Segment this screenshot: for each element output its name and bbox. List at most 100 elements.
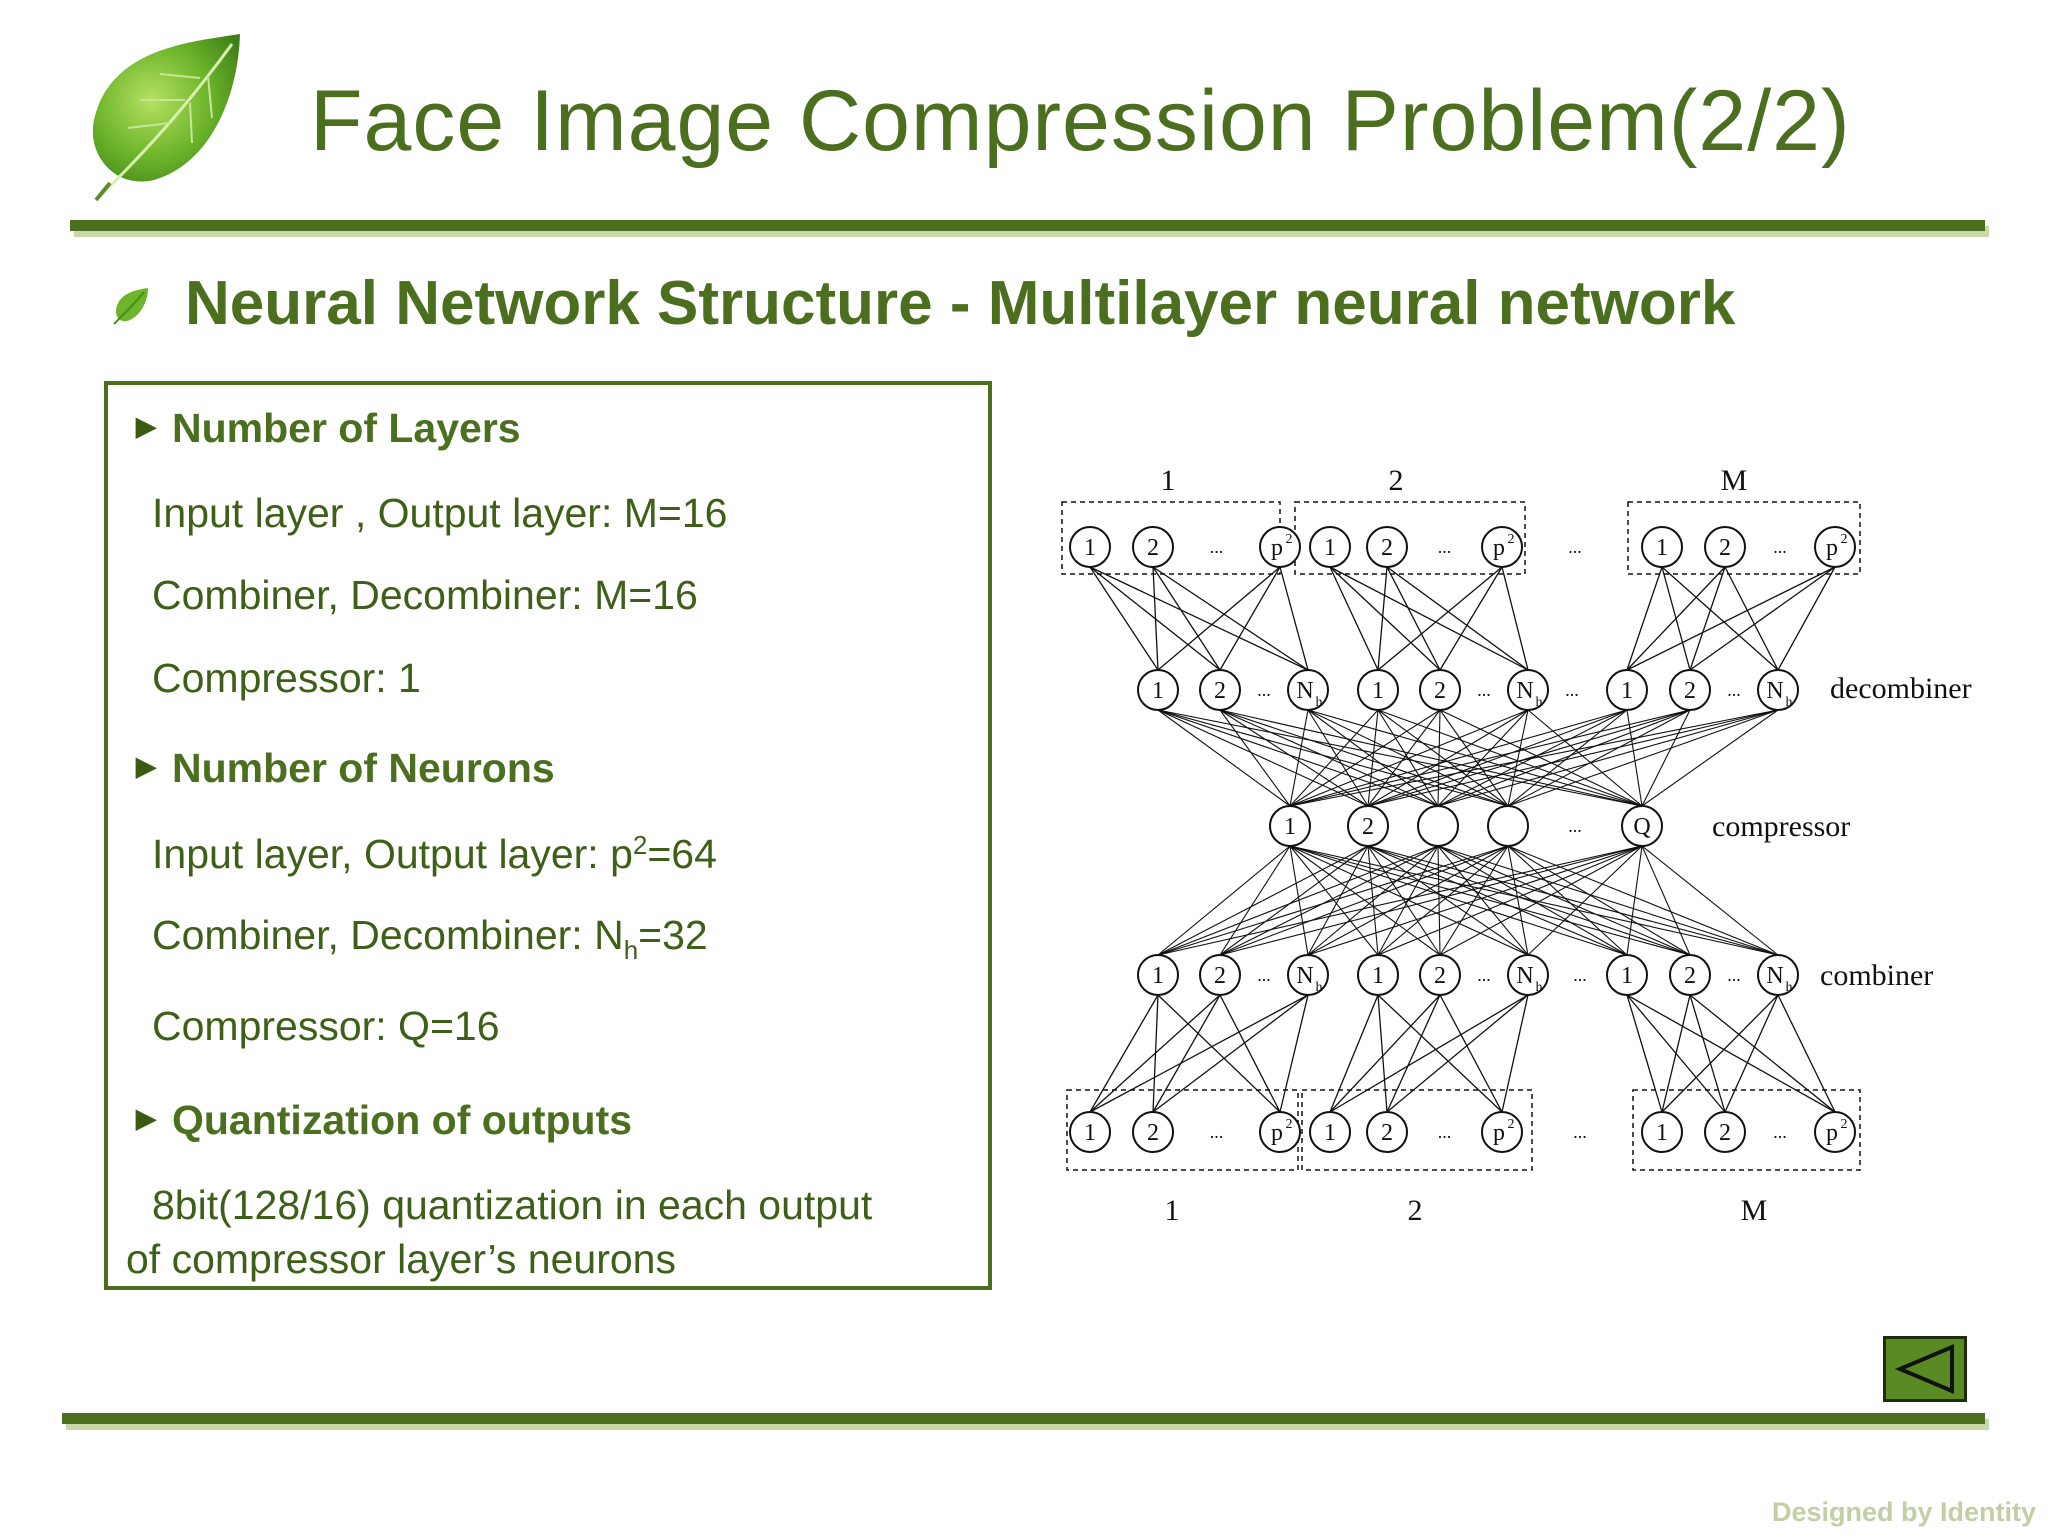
connection-line — [1157, 709, 1439, 807]
connection-line — [1661, 566, 1779, 671]
connection-line — [1219, 709, 1439, 807]
connection-line — [1289, 709, 1379, 807]
input-group-1-node-2 — [1132, 1111, 1174, 1153]
node-label: 1 — [1656, 1120, 1668, 1146]
combiner-group-2-node-nh — [1507, 954, 1549, 996]
connection-line — [1377, 994, 1503, 1113]
connection-line — [1089, 994, 1309, 1113]
connection-line — [1386, 566, 1529, 671]
connection-line — [1157, 709, 1643, 807]
connection-line — [1219, 566, 1281, 671]
connection-line — [1152, 566, 1309, 671]
connection-line — [1507, 709, 1779, 807]
section-subtitle: Neural Network Structure - Multilayer ne… — [185, 269, 1736, 338]
node-label: 2 — [1286, 1117, 1293, 1132]
connection-line — [1507, 709, 1628, 807]
connection-line — [1437, 845, 1529, 956]
compressor-node — [1417, 805, 1459, 847]
connection-line — [1219, 845, 1369, 956]
decombiner-group-1-node-1 — [1137, 669, 1179, 711]
connection-line — [1089, 566, 1309, 671]
compressor-node-q — [1621, 805, 1663, 847]
connection-line — [1289, 845, 1529, 956]
connection-line — [1501, 994, 1529, 1113]
node-label: p — [1493, 1120, 1505, 1146]
node-label: 2 — [1841, 532, 1848, 547]
node-label: 1 — [1152, 963, 1164, 989]
node-label: 1 — [1152, 678, 1164, 704]
node-label: N — [1766, 963, 1783, 989]
node-label: 1 — [1084, 535, 1096, 561]
connection-line — [1219, 709, 1643, 807]
text-part: =64 — [647, 831, 717, 877]
connection-line — [1377, 709, 1643, 807]
combiner-group-1-node-nh — [1287, 954, 1329, 996]
connection-line — [1386, 566, 1441, 671]
connection-line — [1329, 994, 1441, 1113]
connection-line — [1367, 709, 1628, 807]
connection-line — [1507, 845, 1628, 956]
connection-line — [1289, 709, 1309, 807]
ellipsis: ... — [1438, 1122, 1452, 1142]
back-triangle-icon — [1894, 1343, 1954, 1395]
connection-line — [1507, 845, 1529, 956]
ellipsis: ... — [1773, 1122, 1787, 1142]
node-label: 2 — [1362, 814, 1374, 840]
decombiner-group-2-node-2 — [1419, 669, 1461, 711]
group-label-top: 1 — [1161, 464, 1176, 497]
layers-line-1: Input layer , Output layer: M=16 — [152, 490, 728, 536]
connection-line — [1377, 845, 1509, 956]
ellipsis: ... — [1573, 1122, 1587, 1142]
connection-line — [1626, 566, 1836, 671]
decombiner-group-1-node-nh — [1287, 669, 1329, 711]
connection-line — [1386, 994, 1529, 1113]
connection-line — [1367, 845, 1529, 956]
compressor-label: compressor — [1712, 810, 1850, 843]
footer-divider — [62, 1413, 1985, 1424]
node-label: 1 — [1284, 814, 1296, 840]
input-group-2-node-2 — [1366, 1111, 1408, 1153]
output-group-1-node-2 — [1132, 526, 1174, 568]
node-label: 2 — [1841, 1117, 1848, 1132]
node-label: 2 — [1508, 1117, 1515, 1132]
connection-line — [1289, 845, 1779, 956]
connection-line — [1329, 566, 1379, 671]
connection-line — [1089, 566, 1159, 671]
connection-line — [1437, 709, 1441, 807]
connection-line — [1641, 709, 1691, 807]
connection-line — [1289, 709, 1628, 807]
back-button[interactable] — [1883, 1336, 1967, 1402]
connection-line — [1157, 845, 1509, 956]
node-label: N — [1766, 678, 1783, 704]
node-label: p — [1826, 1120, 1838, 1146]
node-label: 2 — [1214, 963, 1226, 989]
output-group-3-node-1 — [1641, 526, 1683, 568]
node-label: N — [1296, 963, 1313, 989]
node-label: p — [1493, 535, 1505, 561]
ellipsis: ... — [1210, 537, 1224, 557]
node-label: 2 — [1434, 678, 1446, 704]
node-label: N — [1296, 678, 1313, 704]
node-label: p — [1271, 535, 1283, 561]
connection-line — [1367, 709, 1691, 807]
connection-line — [1367, 709, 1441, 807]
ellipsis: ... — [1568, 816, 1582, 836]
heading-text: Number of Layers — [172, 405, 521, 451]
output-group-1-node-p2 — [1259, 526, 1301, 568]
connection-line — [1329, 566, 1441, 671]
input-group-3-node-p2 — [1814, 1111, 1856, 1153]
connection-line — [1367, 845, 1779, 956]
connection-line — [1386, 994, 1441, 1113]
group-label-top: M — [1721, 464, 1748, 497]
input-group-1-node-p2 — [1259, 1111, 1301, 1153]
input-group-2-node-1 — [1309, 1111, 1351, 1153]
connection-line — [1439, 994, 1503, 1113]
connection-line — [1219, 845, 1291, 956]
compressor-node-1 — [1269, 805, 1311, 847]
decombiner-group-3-node-nh — [1757, 669, 1799, 711]
output-group-2-node-2 — [1366, 526, 1408, 568]
dashed-group-box — [1627, 501, 1861, 575]
node-label: p — [1271, 1120, 1283, 1146]
ellipsis: ... — [1257, 680, 1271, 700]
group-label-bottom: 1 — [1165, 1194, 1180, 1227]
